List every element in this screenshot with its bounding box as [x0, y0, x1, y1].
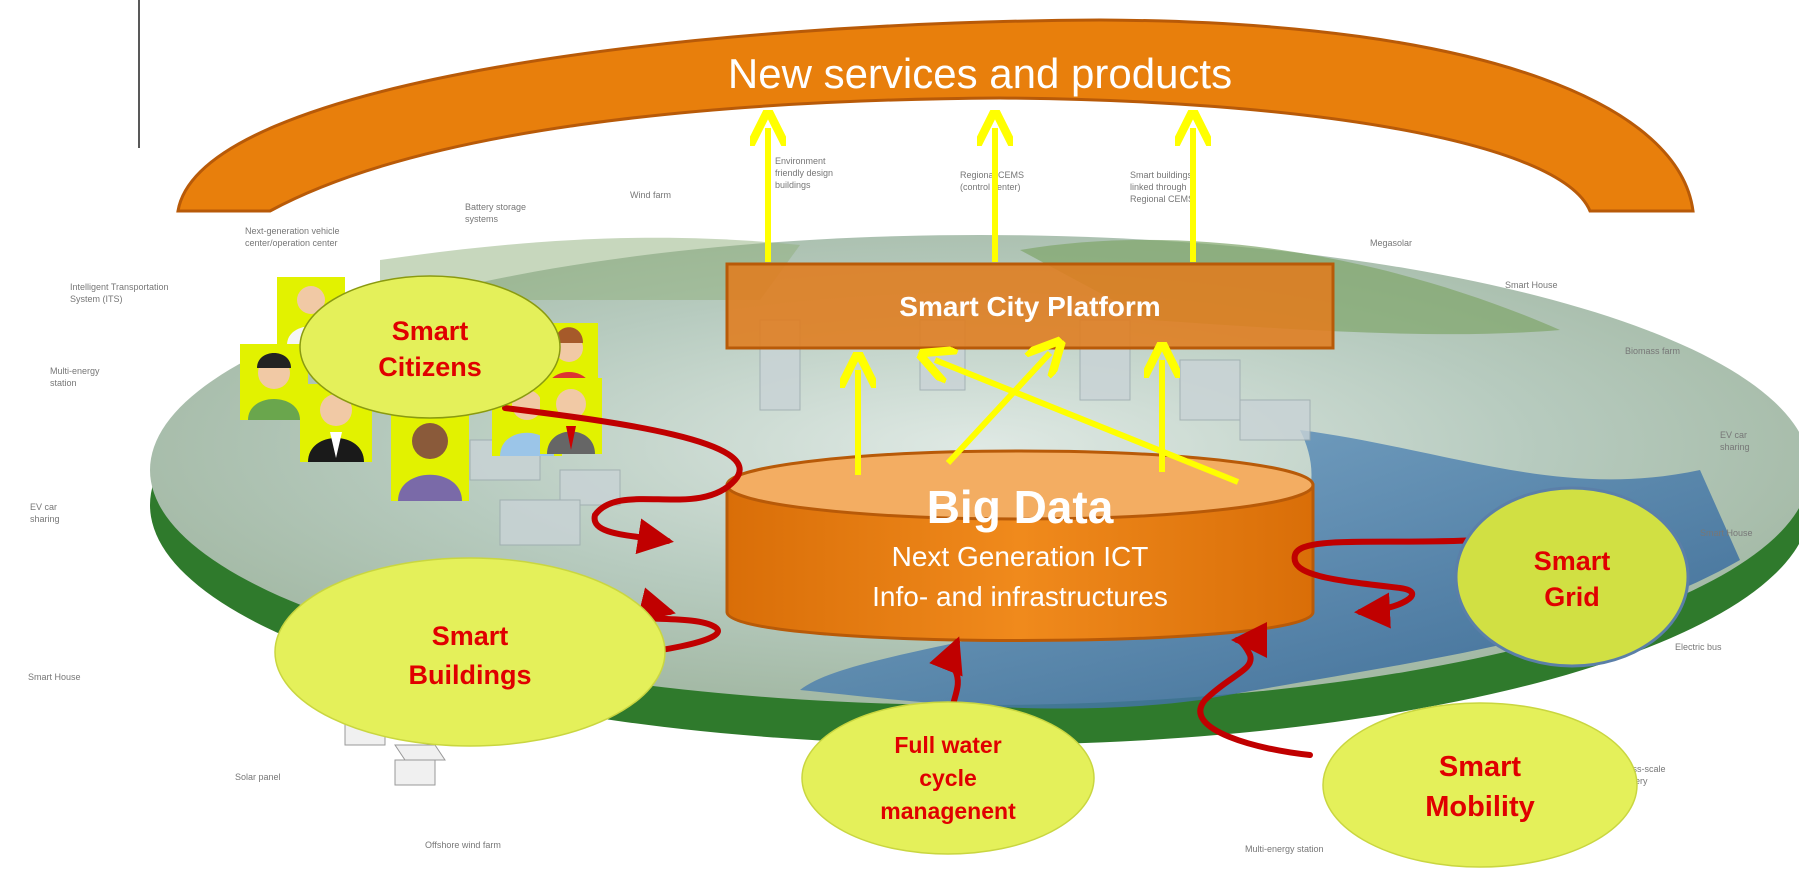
svg-text:Smart buildings: Smart buildings	[1130, 170, 1193, 180]
big-data-line1: Next Generation ICT	[892, 541, 1149, 572]
svg-text:Smart House: Smart House	[28, 672, 81, 682]
svg-text:System (ITS): System (ITS)	[70, 294, 123, 304]
svg-text:sharing: sharing	[30, 514, 60, 524]
citizens-line2: Citizens	[378, 352, 482, 382]
avatar	[240, 344, 308, 420]
svg-text:Next-generation vehicle: Next-generation vehicle	[245, 226, 340, 236]
svg-text:Intelligent Transportation: Intelligent Transportation	[70, 282, 169, 292]
big-data-line2: Info- and infrastructures	[872, 581, 1168, 612]
smart-buildings-node: Smart Buildings	[274, 557, 666, 747]
svg-text:systems: systems	[465, 214, 499, 224]
big-data-cylinder: Big Data Next Generation ICT Info- and i…	[725, 449, 1315, 642]
svg-text:Multi-energy station: Multi-energy station	[1245, 844, 1324, 854]
platform-label: Smart City Platform	[899, 291, 1160, 322]
avatar	[391, 413, 469, 501]
water-line1: Full water	[894, 732, 1001, 758]
svg-text:EV car: EV car	[30, 502, 57, 512]
smart-city-platform: Smart City Platform	[725, 262, 1335, 350]
svg-text:Environment: Environment	[775, 156, 826, 166]
water-line2: cycle	[919, 765, 977, 791]
bigdata-to-platform-arrows	[858, 353, 1240, 485]
mobility-line2: Mobility	[1425, 791, 1535, 823]
svg-text:buildings: buildings	[775, 180, 811, 190]
buildings-line1: Smart	[432, 621, 509, 651]
svg-text:(control center): (control center)	[960, 182, 1021, 192]
svg-text:station: station	[50, 378, 77, 388]
svg-text:friendly design: friendly design	[775, 168, 833, 178]
grid-line2: Grid	[1544, 582, 1600, 612]
svg-text:Megasolar: Megasolar	[1370, 238, 1412, 248]
svg-text:Solar panel: Solar panel	[235, 772, 281, 782]
banner-title: New services and products	[728, 50, 1232, 97]
svg-text:EV car: EV car	[1720, 430, 1747, 440]
avatar	[300, 384, 372, 462]
water-line3: managenent	[880, 798, 1016, 824]
svg-text:Offshore wind farm: Offshore wind farm	[425, 840, 501, 850]
svg-text:sharing: sharing	[1720, 442, 1750, 452]
svg-text:Mass-scale: Mass-scale	[1620, 764, 1666, 774]
citizens-line1: Smart	[392, 316, 469, 346]
grid-line1: Smart	[1534, 546, 1611, 576]
svg-text:Multi-energy: Multi-energy	[50, 366, 100, 376]
big-data-title: Big Data	[927, 481, 1114, 533]
smart-mobility-node: Smart Mobility	[1322, 702, 1638, 868]
svg-text:Wind farm: Wind farm	[630, 190, 671, 200]
smart-citizens-node: Smart Citizens	[299, 275, 561, 419]
svg-text:Biomass farm: Biomass farm	[1625, 346, 1680, 356]
mobility-line1: Smart	[1439, 751, 1522, 783]
new-services-banner: New services and products	[176, 18, 1695, 213]
svg-text:center/operation center: center/operation center	[245, 238, 338, 248]
buildings-line2: Buildings	[409, 660, 532, 690]
svg-text:Smart House: Smart House	[1700, 528, 1753, 538]
water-cycle-node: Full water cycle managenent	[801, 701, 1095, 855]
svg-text:Regional CEMS: Regional CEMS	[1130, 194, 1194, 204]
platform-to-banner-arrows	[768, 128, 1193, 262]
svg-text:Electric bus: Electric bus	[1675, 642, 1722, 652]
svg-text:Battery storage: Battery storage	[465, 202, 526, 212]
svg-text:linked through: linked through	[1130, 182, 1187, 192]
smart-grid-node: Smart Grid	[1454, 486, 1690, 668]
svg-text:Smart House: Smart House	[1505, 280, 1558, 290]
